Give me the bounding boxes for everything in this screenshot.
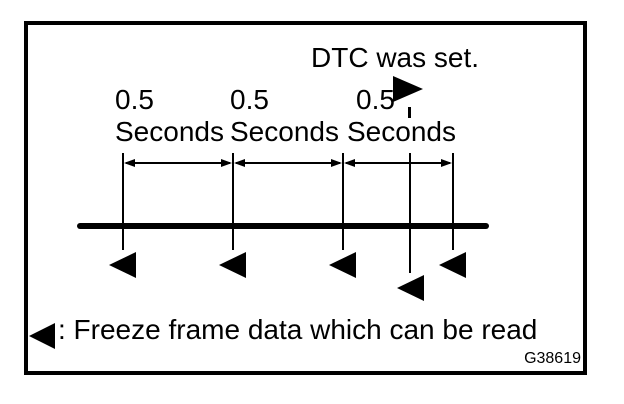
dtc-set-label: DTC was set. <box>311 42 480 73</box>
interval-label-2: 0.5 Seconds <box>230 84 339 148</box>
arrowhead-right-icon <box>221 159 232 167</box>
interval-value: 0.5 <box>230 84 269 115</box>
figure-code: G38619 <box>524 350 581 367</box>
freeze-frame-marker-icon <box>439 252 466 278</box>
interval-value: 0.5 <box>115 84 154 115</box>
tick-line-3 <box>342 153 344 250</box>
interval-unit: Seconds <box>230 116 339 147</box>
legend-text: : Freeze frame data which can be read <box>58 314 538 345</box>
arrowhead-right-icon <box>331 159 342 167</box>
arrow-shaft <box>126 162 230 164</box>
arrow-shaft <box>346 162 450 164</box>
tick-line-2 <box>232 153 234 250</box>
freeze-frame-marker-icon <box>109 252 136 278</box>
interval-label-3: 0.5 Seconds <box>347 84 456 148</box>
legend-freeze-frame-marker-icon <box>29 323 55 349</box>
freeze-frame-marker-icon <box>219 252 246 278</box>
timeline-bar <box>77 223 489 229</box>
interval-arrow-3 <box>344 157 452 169</box>
dtc-marker-icon <box>393 76 423 102</box>
interval-value: 0.5 <box>356 84 395 115</box>
tick-line-dtc <box>409 153 411 273</box>
interval-unit: Seconds <box>115 116 224 147</box>
arrowhead-right-icon <box>441 159 452 167</box>
diagram-frame: DTC was set. 0.5 Seconds 0.5 Seconds 0.5… <box>24 21 587 375</box>
arrow-shaft <box>236 162 340 164</box>
interval-arrow-2 <box>234 157 342 169</box>
freeze-frame-marker-dtc-icon <box>397 275 424 301</box>
freeze-frame-marker-icon <box>329 252 356 278</box>
tick-line-1 <box>122 153 124 250</box>
tick-line-5 <box>452 153 454 250</box>
interval-label-1: 0.5 Seconds <box>115 84 224 148</box>
interval-arrow-1 <box>124 157 232 169</box>
dtc-dash-line <box>408 107 411 118</box>
interval-unit: Seconds <box>347 116 456 147</box>
